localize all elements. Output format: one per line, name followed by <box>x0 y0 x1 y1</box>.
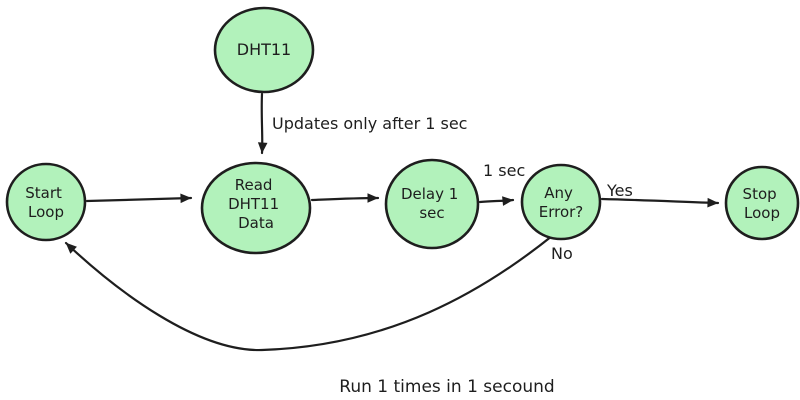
node-start-loop: Start Loop <box>5 162 87 242</box>
node-read-dht11-data-shape <box>200 161 312 255</box>
node-stop-loop-label: Stop Loop <box>743 185 782 222</box>
edge-label-no: No <box>551 244 573 263</box>
node-any-error-label: Any Error? <box>539 184 584 221</box>
edge-label-updates: Updates only after 1 sec <box>272 114 467 133</box>
node-delay-1-sec-shape <box>384 158 480 250</box>
node-delay-1-sec: Delay 1 sec <box>384 158 480 250</box>
node-read-dht11-data: Read DHT11 Data <box>200 161 312 255</box>
node-any-error-shape <box>520 163 602 241</box>
edge-label-yes: Yes <box>606 181 633 200</box>
node-stop-loop: Stop Loop <box>724 165 800 241</box>
node-dht11-shape <box>213 6 315 94</box>
node-delay-1-sec-label: Delay 1 sec <box>401 185 463 222</box>
node-stop-loop-shape <box>724 165 800 241</box>
node-any-error: Any Error? <box>520 163 602 241</box>
edge-dht11-to-read <box>257 92 268 155</box>
node-dht11-label: DHT11 <box>237 40 291 59</box>
edge-delay-to-anyerror <box>478 196 515 206</box>
node-start-loop-label: Start Loop <box>25 184 66 221</box>
edge-label-1-sec: 1 sec <box>483 161 525 180</box>
edge-anyerror-no-return-to-start <box>64 234 554 352</box>
edge-anyerror-to-stop <box>600 197 720 208</box>
node-read-dht11-data-label: Read DHT11 Data <box>228 176 284 232</box>
edges <box>64 92 720 352</box>
edge-read-to-delay <box>310 193 380 203</box>
diagram-caption: Run 1 times in 1 secound <box>339 377 554 397</box>
node-dht11: DHT11 <box>213 6 315 94</box>
edge-start-to-read <box>85 193 193 204</box>
node-start-loop-shape <box>5 162 87 242</box>
